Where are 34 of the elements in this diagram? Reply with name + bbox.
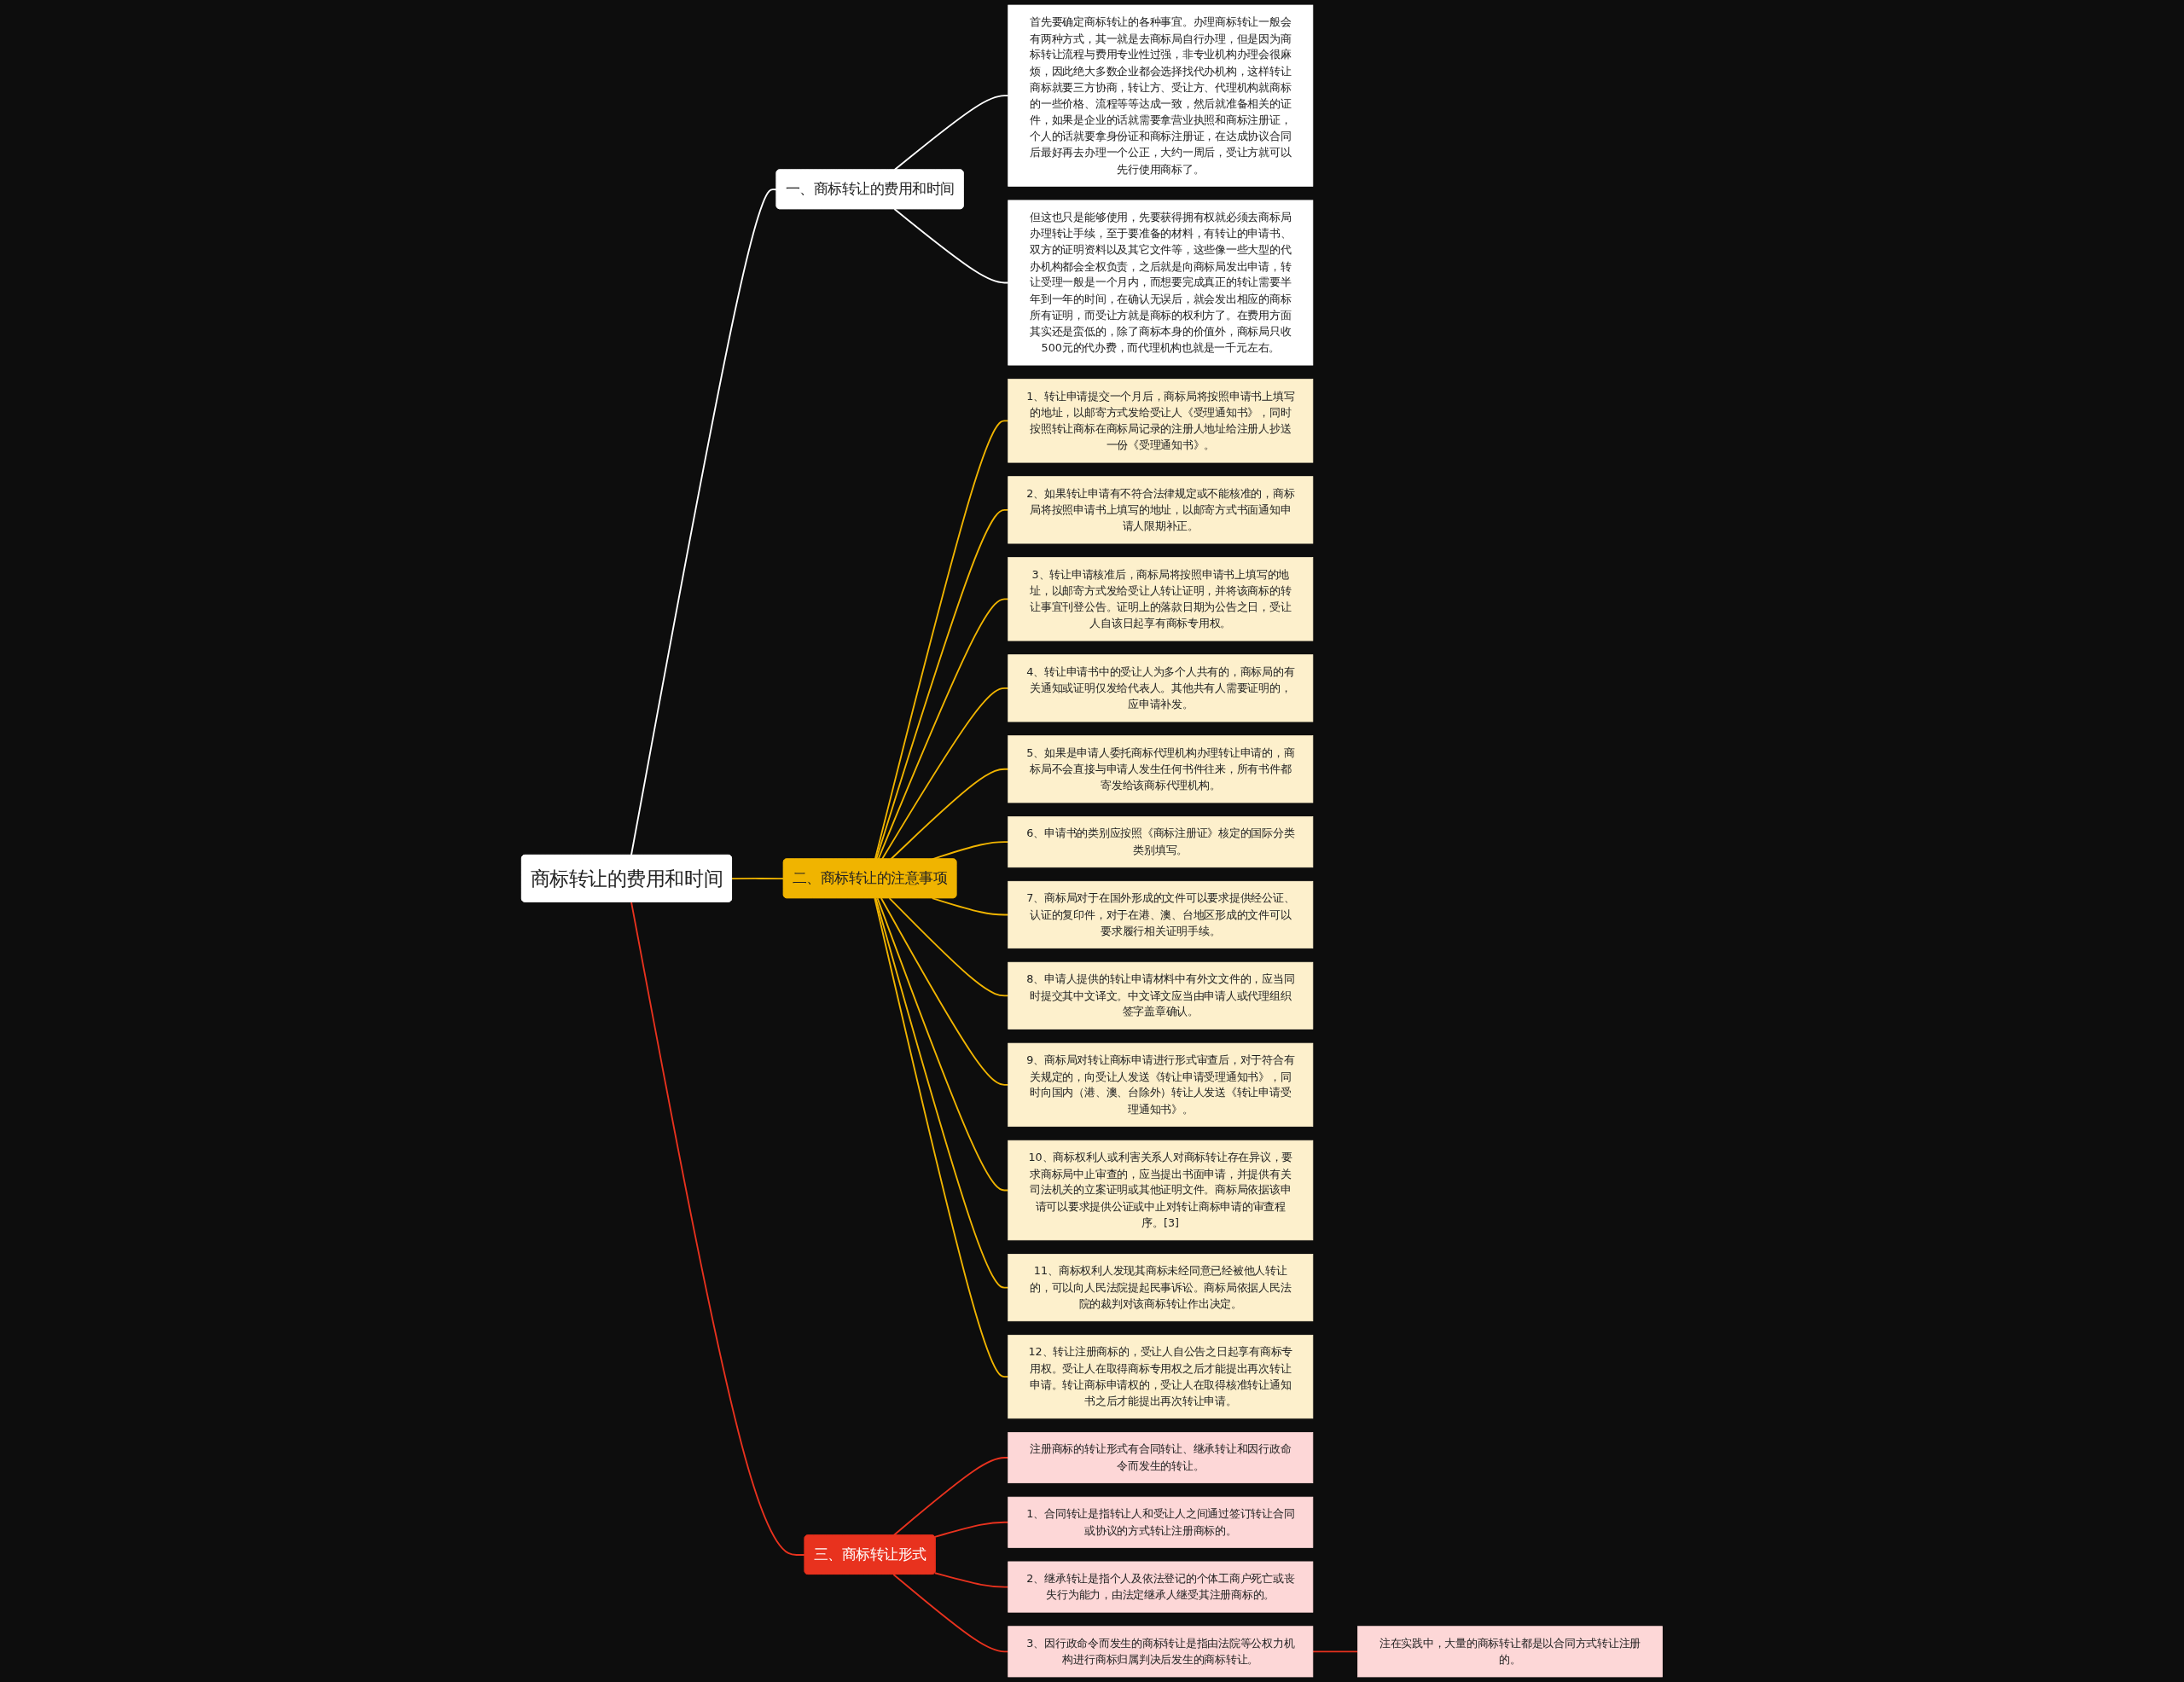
connector [730, 878, 785, 880]
connector [934, 1572, 1009, 1588]
connector [888, 897, 1009, 997]
node-box: 4、转让申请书中的受让人为多个人共有的，商标局的有关通知或证明仅发给代表人。其他共有人需要证明的，应申请补发。 [1008, 654, 1314, 722]
connector [931, 897, 1009, 916]
node-box: 3、转让申请核准后，商标局将按照申请书上填写的地址，以邮寄方式发给受让人转让证明，并将该商标的转让事宜刊登公告。证明上的落款日期为公告之日，受让人自该日起享有商标专用权。 [1008, 557, 1314, 641]
node-box: 1、合同转让是指转让人和受让人之间通过签订转让合同或协议的方式转让注册商标的。 [1008, 1496, 1314, 1548]
connector [892, 1574, 1009, 1653]
connector [892, 1457, 1009, 1537]
node-box: 11、商标权利人发现其商标未经同意已经被他人转让的，可以向人民法院提起民事诉讼。商标局依据人民法院的裁判对该商标转让作出决定。 [1008, 1254, 1314, 1322]
node-box: 2、如果转让申请有不符合法律规定或不能核准的，商标局将按照申请书上填写的地址，以邮寄方式书面通知申请人限期补正。 [1008, 476, 1314, 544]
connector [630, 188, 778, 856]
node-box: 注册商标的转让形式有合同转让、继承转让和因行政命令而发生的转让。 [1008, 1431, 1314, 1483]
node-box: 但这也只是能够使用，先要获得拥有权就必须去商标局办理转让手续，至于要准备的材料，有转让的申请书、双方的证明资料以及其它文件等，这些像一些大型的代办机构都会全权负责，之后就是向商标局发出申请，转让受理一般是一个月内，而想要完成真正的转让需要半年到一年的时间，在确认无误后，就会发出相应的商标所有证明，而受让方就是商标的权利方了。在费用方面其实还是蛮低的，除了商标本身的价值外，商标局只收500元的代办费，而代理机构也就是一千元左右。 [1008, 200, 1314, 366]
node-box: 3、因行政命令而发生的商标转让是指由法院等公权力机构进行商标归属判决后发生的商标转让。 [1008, 1626, 1314, 1678]
node-box: 2、继承转让是指个人及依法登记的个体工商户死亡或丧失行为能力，由法定继承人继受其注册商标的。 [1008, 1561, 1314, 1613]
node-box: 7、商标局对于在国外形成的文件可以要求提供经公证、认证的复印件，对于在港、澳、台地区形成的文件可以要求履行相关证明手续。 [1008, 880, 1314, 949]
node-box: 5、如果是申请人委托商标代理机构办理转让申请的，商标局不会直接与申请人发生任何书件往来，所有书件都寄发给该商标代理机构。 [1008, 735, 1314, 803]
connector [1311, 1650, 1359, 1653]
node-box: 9、商标局对转让商标申请进行形式审查后，对于符合有关规定的，向受让人发送《转让申请受理通知书》，同时向国内（港、澳、台除外）转让人发送《转让申请受理通知书》。 [1008, 1042, 1314, 1128]
node-box: 6、申请书的类别应按照《商标注册证》核定的国际分类类别填写。 [1008, 816, 1314, 868]
node-box: 12、转让注册商标的，受让人自公告之日起享有商标专用权。受让人在取得商标专用权之后才能提出再次转让申请。转让商标申请权的，受让人在取得核准转让通知书之后才能提出再次转让申请。 [1008, 1334, 1314, 1419]
node-box: 8、申请人提供的转让申请材料中有外文文件的，应当同时提交其中文译文。中文译文应当由申请人或代理组织签字盖章确认。 [1008, 961, 1314, 1030]
connector [874, 897, 1009, 1289]
node-box: 首先要确定商标转让的各种事宜。办理商标转让一般会有两种方式，其一就是去商标局自行办理，但是因为商标转让流程与费用专业性过强，非专业机构办理会很麻烦，因此绝大多数企业都会选择找代办机构，这样转让商标就要三方协商，转让方、受让方、代理机构就商标的一些价格、流程等等达成一致，然后就准备相关的证件，如果是企业的话就需要拿营业执照和商标注册证，个人的话就要拿身份证和商标注册证，在达成协议合同后最好再去办理一个公正，大约一周后，受让方就可以先行使用商标了。 [1008, 4, 1314, 187]
connector [880, 897, 1009, 1086]
connector [934, 1521, 1009, 1538]
connector [876, 897, 1009, 1192]
connector [630, 901, 806, 1556]
node-box: 注在实践中，大量的商标转让都是以合同方式转让注册的。 [1357, 1626, 1663, 1678]
node-box: 1、转让申请提交一个月后，商标局将按照申请书上填写的地址，以邮寄方式发给受让人《受理通知书》，同时按照转让商标在商标局记录的注册人地址给注册人抄送一份《受理通知书》。 [1008, 379, 1314, 463]
connector [874, 897, 1009, 1378]
node-box: 10、商标权利人或利害关系人对商标转让存在异议，要求商标局中止审查的，应当提出书面申请，并提供有关司法机关的立案证明或其他证明文件。商标局依据该申请可以要求提供公证或中止对转让商标申请的审查程序。[3] [1008, 1140, 1314, 1241]
connector [893, 208, 1009, 284]
